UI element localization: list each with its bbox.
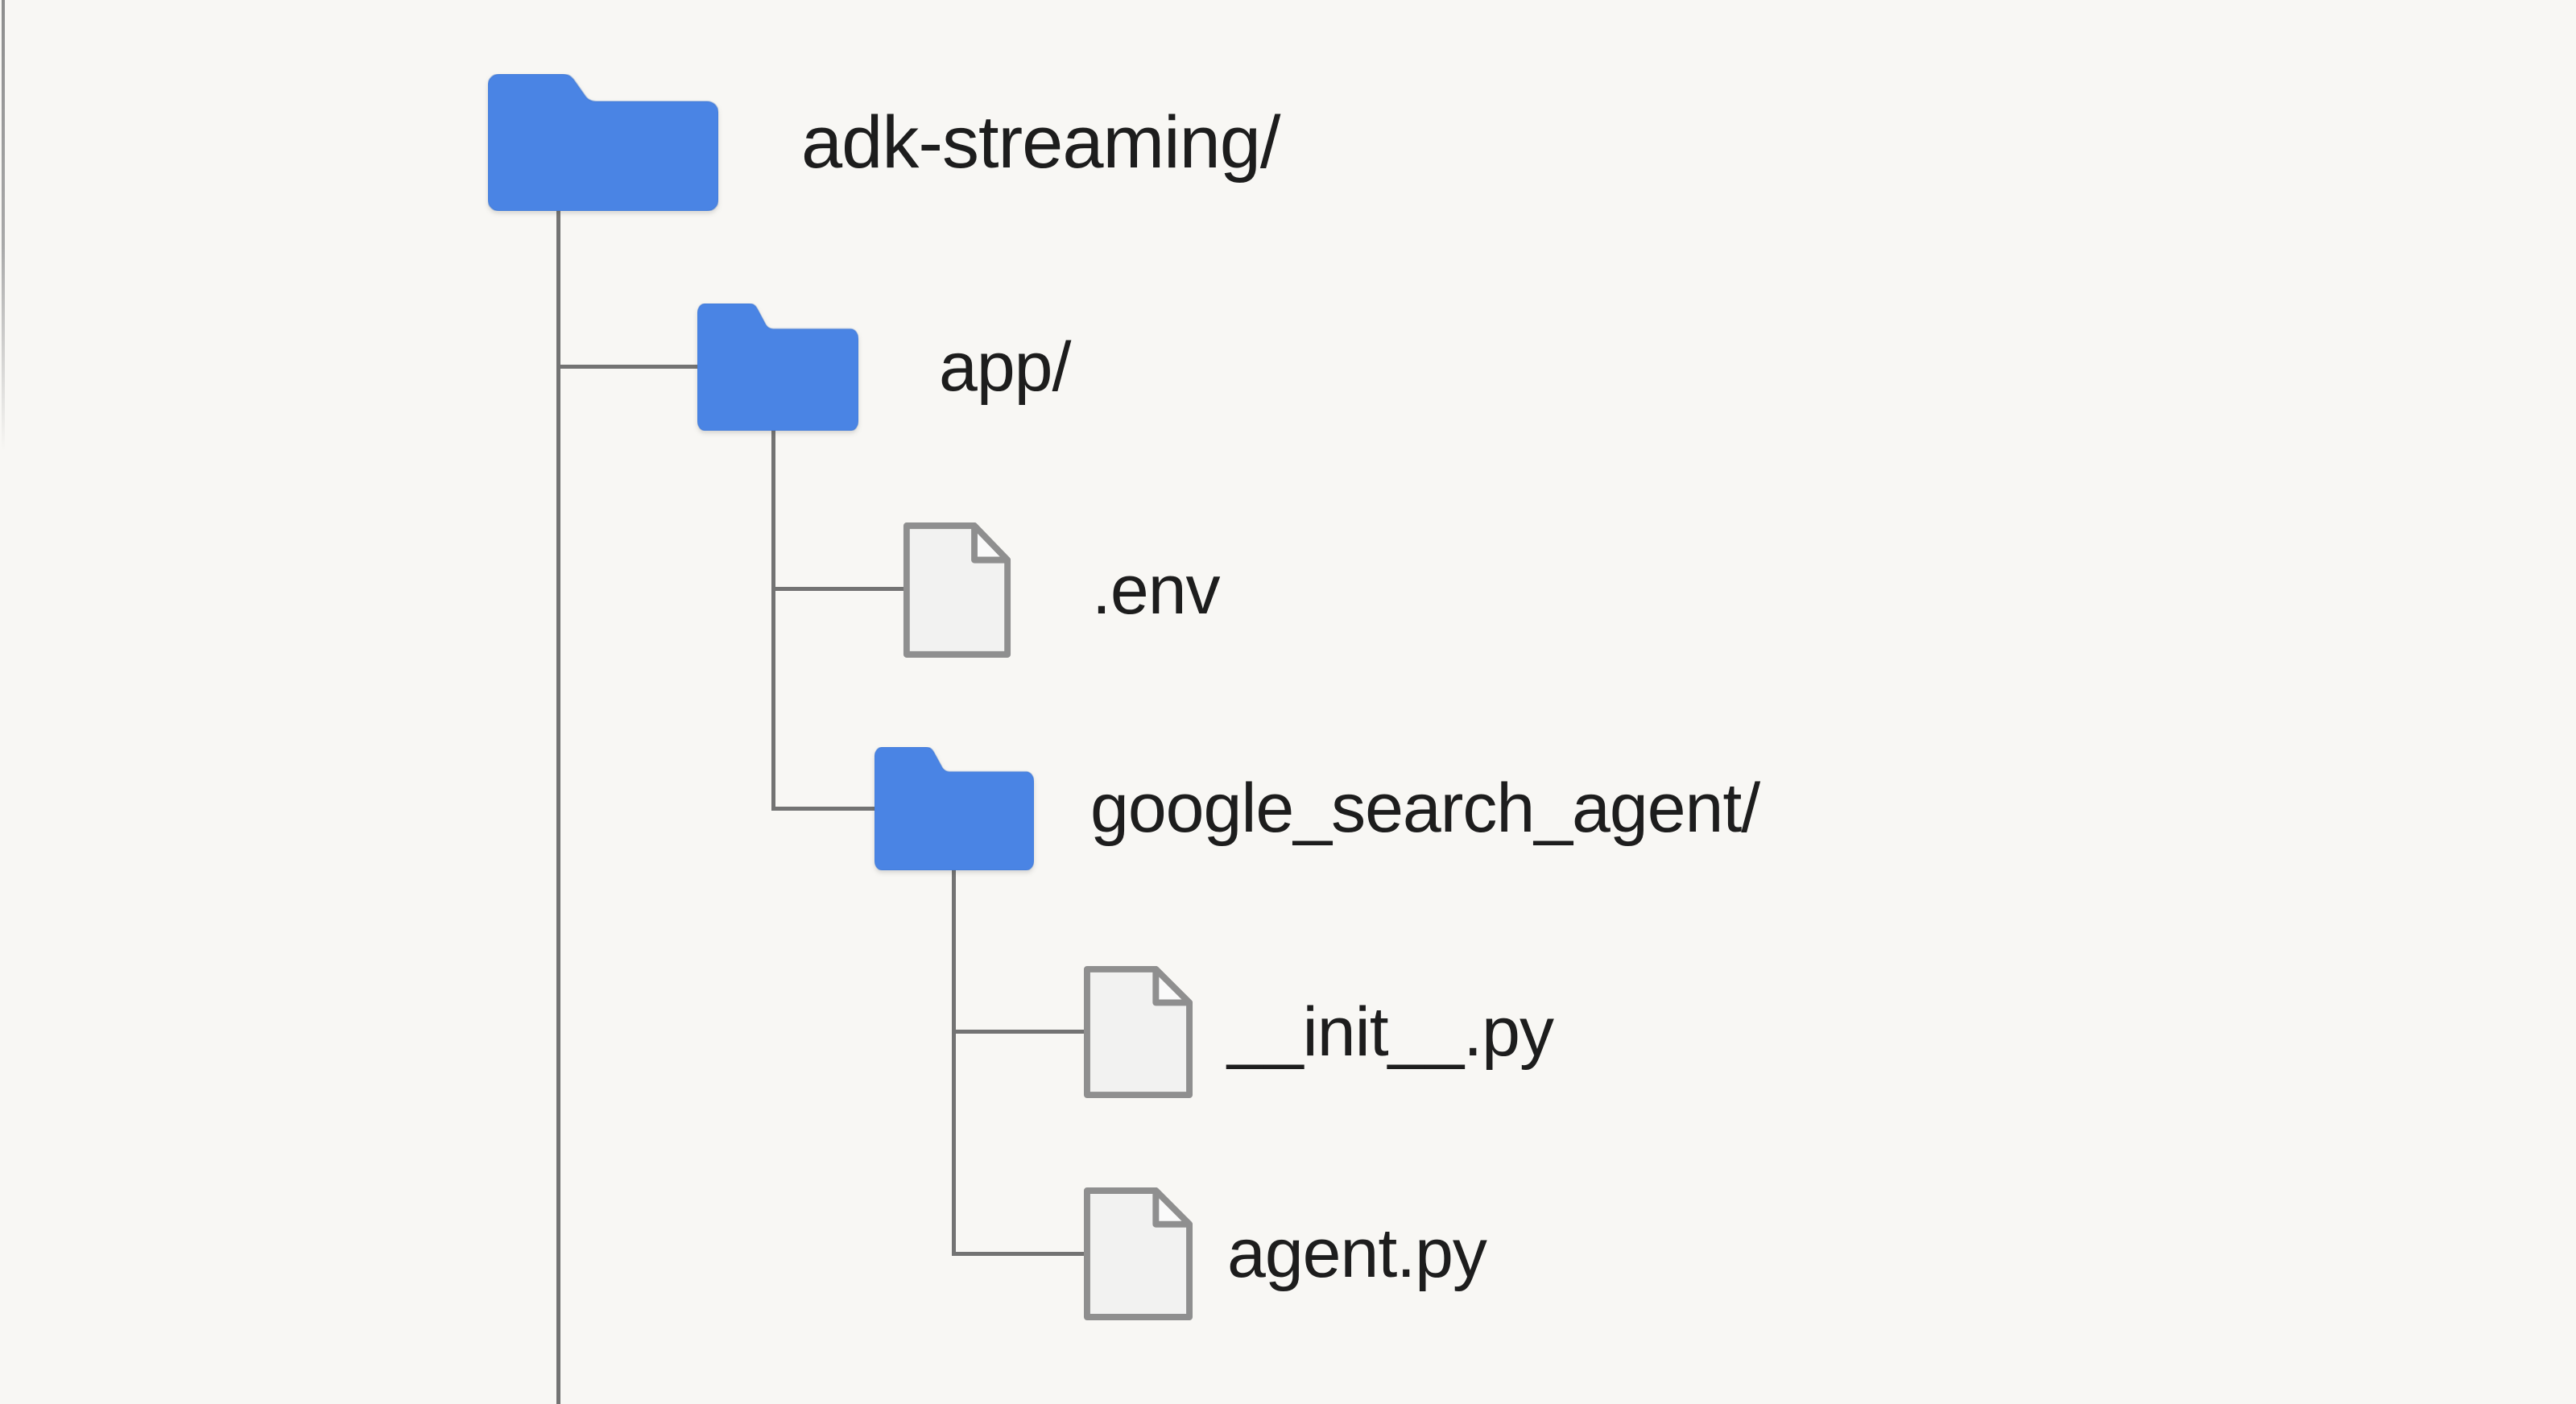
folder-icon: [697, 304, 858, 431]
tree-node-label: adk-streaming/: [801, 101, 1280, 184]
file-icon: [1082, 964, 1194, 1100]
tree-line-root-trunk: [556, 208, 560, 1404]
tree-line-branch-app: [556, 365, 698, 369]
file-icon: [902, 521, 1012, 659]
folder-icon: [875, 747, 1034, 870]
file-icon: [1082, 1186, 1194, 1322]
tree-line-branch-gsa: [771, 807, 876, 811]
folder-icon: [488, 74, 718, 211]
tree-line-app-trunk: [771, 429, 775, 811]
tree-line-branch-agent: [952, 1252, 1084, 1256]
tree-node-label: app/: [939, 328, 1071, 406]
frame-edge-line: [2, 0, 5, 451]
tree-line-branch-env: [771, 587, 903, 591]
tree-node-label: agent.py: [1227, 1215, 1487, 1292]
tree-line-branch-init: [952, 1030, 1084, 1034]
tree-node-label: __init__.py: [1227, 993, 1554, 1071]
tree-node-label: .env: [1092, 551, 1221, 629]
tree-line-gsa-trunk: [952, 868, 956, 1256]
tree-node-label: google_search_agent/: [1090, 770, 1760, 847]
